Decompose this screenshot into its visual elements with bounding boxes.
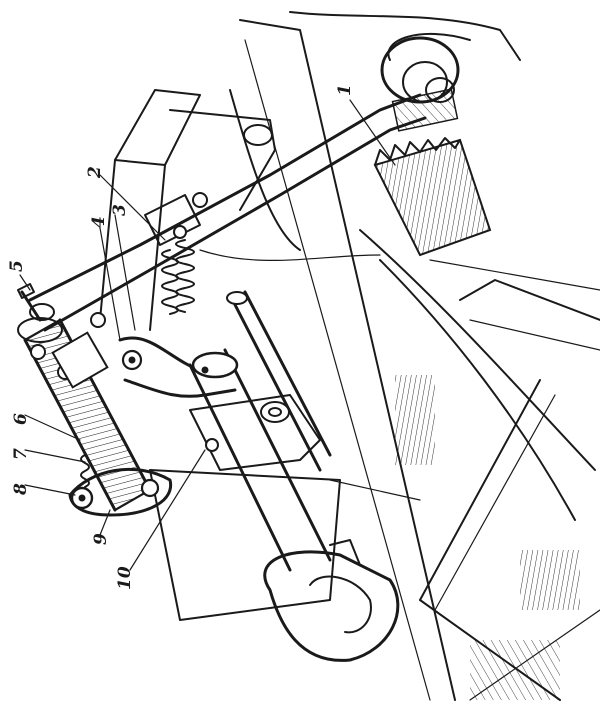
control-column (17, 312, 152, 512)
lower-clamp (68, 454, 173, 517)
valve-shaft (188, 290, 332, 572)
callout-1: 1 (335, 84, 355, 96)
callout-2: 2 (85, 166, 105, 179)
gear-sector (373, 137, 492, 257)
callout-6: 6 (11, 413, 31, 425)
callout-7: 7 (11, 448, 31, 460)
shading (395, 375, 580, 700)
connecting-link (263, 539, 400, 662)
lever-rod (28, 93, 427, 332)
callout-10: 10 (115, 566, 135, 590)
callout-3: 3 (110, 204, 130, 216)
callout-5: 5 (7, 260, 27, 272)
adjusting-screw (17, 283, 55, 322)
callout-9: 9 (91, 533, 111, 545)
callout-labels: 1 2 3 4 5 6 7 8 9 10 (7, 84, 355, 590)
return-spring (161, 239, 195, 315)
leader-lines (19, 99, 396, 571)
mounting-bracket (149, 394, 421, 621)
pulley-wheel (380, 32, 471, 132)
callout-4: 4 (89, 216, 109, 228)
callout-8: 8 (11, 483, 31, 496)
